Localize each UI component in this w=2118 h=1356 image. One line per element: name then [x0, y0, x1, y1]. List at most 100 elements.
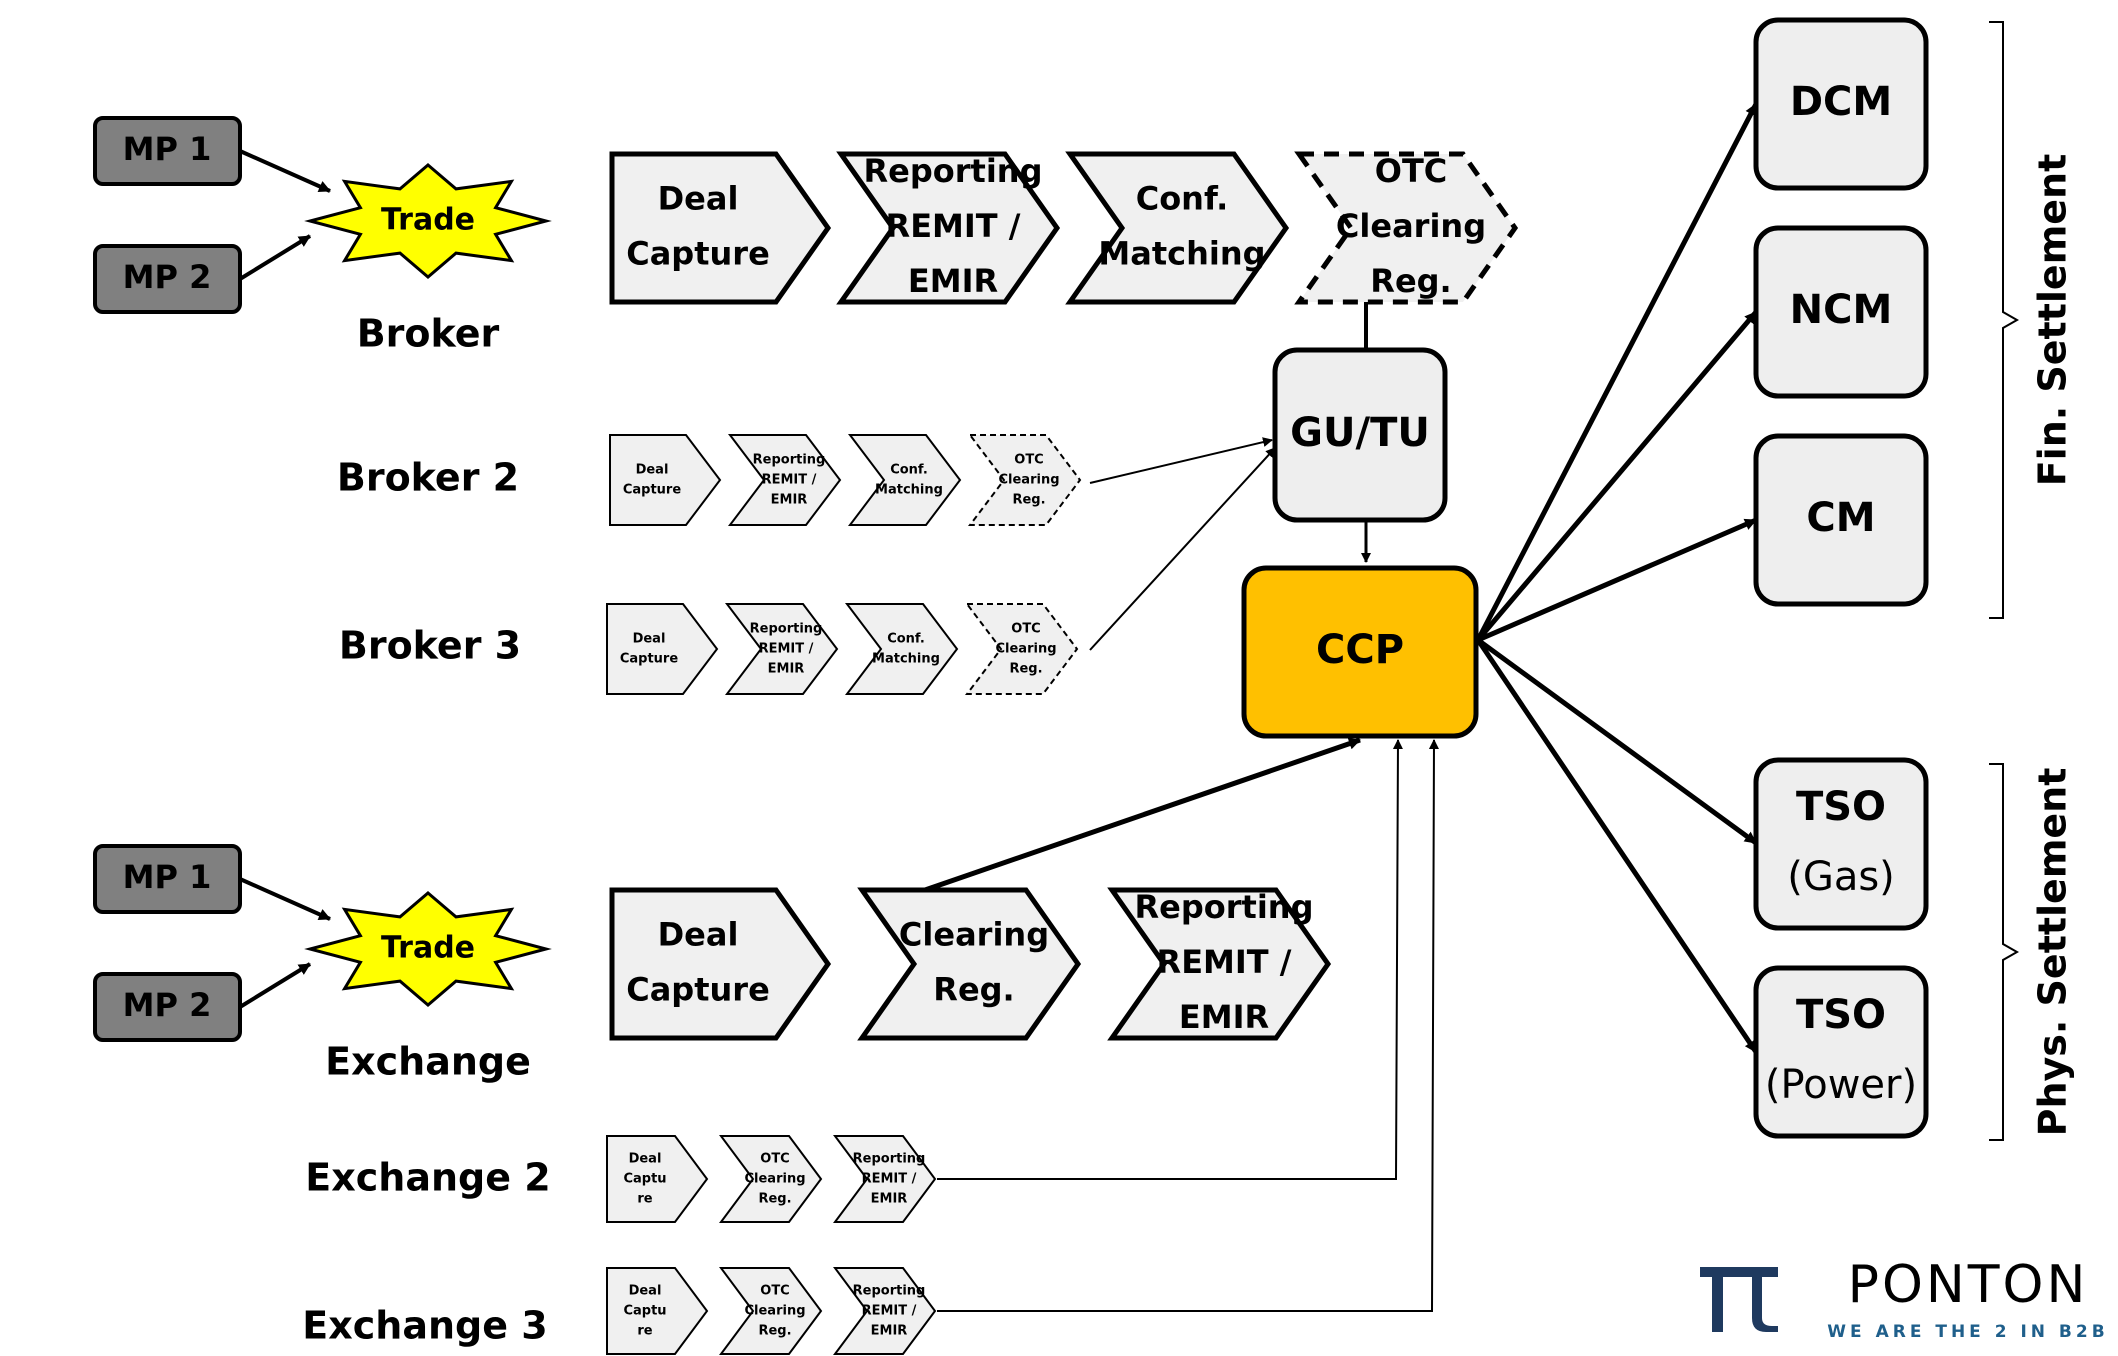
bottom-step-label-line: REMIT / — [1157, 943, 1292, 981]
phys-node-title: TSO — [1796, 992, 1886, 1038]
exchange2-step-label-line: Deal — [629, 1152, 662, 1167]
broker3-label: Broker 3 — [339, 624, 521, 668]
ccp-box — [1241, 565, 1479, 739]
phys-node-2: TSO(Power) — [1753, 965, 1929, 1139]
broker2-step-label-line: OTC — [1014, 453, 1043, 468]
fin-node-label: NCM — [1790, 287, 1893, 333]
top-step-label: Conf.Matching — [1098, 180, 1265, 273]
exchange2-step-label-line: Captu — [623, 1172, 666, 1187]
broker3-chevron — [964, 603, 1079, 695]
ccp-to-cm-arrow — [1477, 517, 1757, 643]
top-step-label-line: Reporting — [864, 152, 1043, 190]
broker3-step-label-line: OTC — [1011, 622, 1040, 637]
top-step-3: Conf.Matching — [1065, 151, 1290, 305]
broker2-label: Broker 2 — [337, 456, 519, 500]
ccp-to-tso-gas-arrow — [1476, 637, 1758, 846]
broker3-step-label-line: Capture — [620, 652, 678, 667]
broker2-step-label: Conf.Matching — [875, 463, 943, 498]
mp2-label: MP 2 — [123, 258, 212, 296]
exchange3-to-ccp-arrow — [937, 739, 1439, 1312]
exchange2-step-label-line: REMIT / — [862, 1172, 917, 1187]
trade-label: Trade — [381, 931, 475, 966]
broker2-step-label-line: Reg. — [1012, 493, 1045, 508]
broker2-chevron — [967, 434, 1082, 526]
ccp-node: CCP — [1241, 565, 1479, 739]
bottom-venue-label: Exchange — [325, 1040, 531, 1084]
exchange3-step-label-line: Deal — [629, 1284, 662, 1299]
exchange2-label: Exchange 2 — [305, 1156, 550, 1200]
fin-node-3: CM — [1753, 433, 1929, 607]
phys-node-1: TSO(Gas) — [1753, 757, 1929, 931]
bottom-step-label-line: Reg. — [933, 971, 1014, 1009]
bottom-mp2: MP 2 — [93, 972, 242, 1042]
pi-icon — [1700, 1267, 1778, 1332]
ccp-to-ncm-arrow — [1476, 310, 1758, 642]
mp1-box — [93, 844, 242, 914]
exchange3-step-label-line: Reg. — [758, 1324, 791, 1339]
mp2-to-trade-arrow — [238, 234, 312, 281]
top-step-label-line: Reg. — [1370, 262, 1451, 300]
top-chevron — [1294, 151, 1519, 305]
mp1-to-trade-arrow — [239, 149, 331, 193]
ccp-to-tso-power-arrow — [1475, 638, 1759, 1054]
broker2-step-label-line: Reporting — [753, 453, 826, 468]
ccp-to-dcm-arrow — [1475, 102, 1759, 642]
mp1-label: MP 1 — [123, 130, 212, 168]
broker2-chevron — [847, 434, 962, 526]
fin-settlement-brace — [1989, 21, 2020, 619]
top-step-label-line: Deal — [658, 180, 739, 218]
top-mp1: MP 1 — [93, 116, 242, 186]
broker2-step-3: Conf.Matching — [847, 434, 962, 526]
fin-node-1: DCM — [1753, 17, 1929, 191]
exchange3-step-label-line: OTC — [760, 1284, 789, 1299]
bottom-step-label-line: Capture — [626, 971, 770, 1009]
exchange2-step-label-line: Reporting — [853, 1152, 926, 1167]
bottom-chevron — [857, 887, 1082, 1041]
exchange3-label: Exchange 3 — [302, 1304, 547, 1348]
top-step-label-line: REMIT / — [886, 207, 1021, 245]
top-step-label-line: Capture — [626, 235, 770, 273]
broker2-step-label-line: REMIT / — [762, 473, 817, 488]
fin-node-box — [1753, 17, 1929, 191]
bottom-chevron — [1107, 887, 1332, 1041]
connectors — [238, 102, 1759, 1312]
mp1-box — [93, 116, 242, 186]
mp2-box — [93, 972, 242, 1042]
exchange3-chevron — [833, 1267, 937, 1355]
exchange2-to-ccp-arrow — [937, 739, 1403, 1180]
exchange2-step-label-line: EMIR — [871, 1192, 908, 1207]
bottom-trade-star: Trade — [304, 891, 552, 1007]
bottom-chevron — [609, 887, 832, 1041]
broker3-chevron — [606, 603, 719, 695]
broker3-chevron — [844, 603, 959, 695]
broker3-step-3: Conf.Matching — [844, 603, 959, 695]
exchange3-chevron — [606, 1267, 709, 1355]
top-mp2: MP 2 — [93, 244, 242, 314]
fin-node-label-line: DCM — [1790, 79, 1892, 125]
trade-star-shape — [304, 891, 552, 1007]
mp2-to-trade-arrow — [238, 962, 312, 1009]
phys-node-sub: (Gas) — [1787, 854, 1895, 900]
